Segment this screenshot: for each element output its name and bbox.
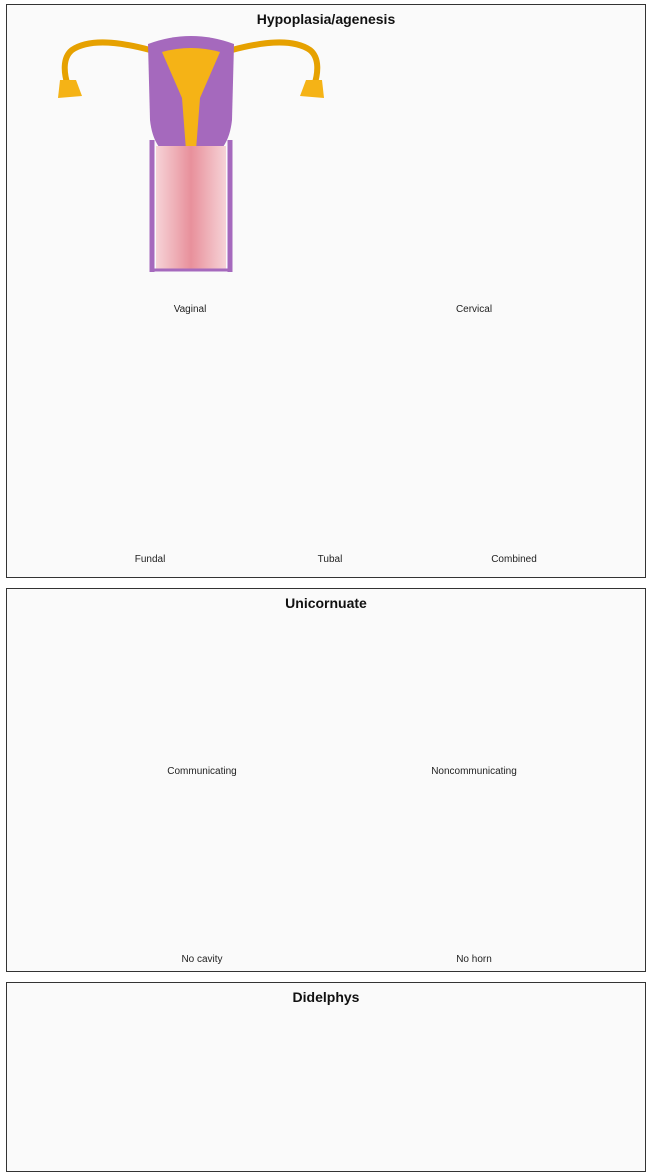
fimbria-icon	[300, 80, 324, 98]
label-fundal: Fundal	[135, 554, 166, 565]
label-cervical: Cervical	[456, 304, 492, 315]
label-noncommunicating: Noncommunicating	[431, 766, 517, 777]
figure-vaginal	[58, 36, 324, 272]
label-no-horn: No horn	[456, 954, 492, 965]
label-communicating: Communicating	[167, 766, 236, 777]
label-tubal: Tubal	[318, 554, 343, 565]
label-no-cavity: No cavity	[181, 954, 222, 965]
fimbria-icon	[58, 80, 82, 98]
label-combined: Combined	[491, 554, 537, 565]
label-vaginal: Vaginal	[174, 304, 207, 315]
